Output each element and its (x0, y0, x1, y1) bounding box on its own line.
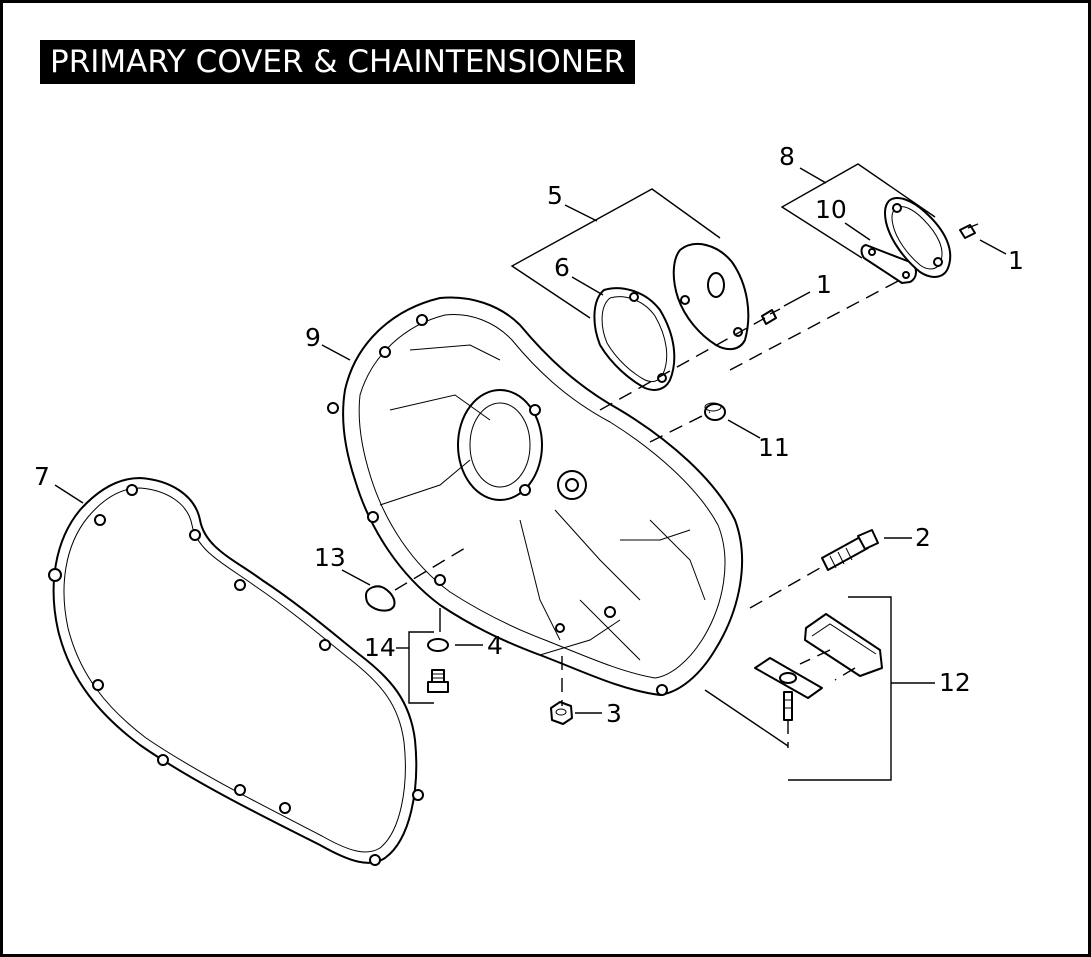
part-drain-plug (427, 669, 449, 693)
diagram-title: PRIMARY COVER & CHAINTENSIONER (40, 40, 636, 84)
part-derby-cover (672, 243, 750, 351)
callout-3: 3 (606, 699, 622, 728)
callout-10: 10 (815, 195, 847, 224)
callout-14: 14 (364, 633, 396, 662)
part-plug-large (365, 585, 396, 612)
callout-labels: 5 6 1 8 10 1 9 7 11 2 13 4 14 3 12 (34, 142, 1024, 728)
part-chain-tensioner (754, 613, 883, 721)
part-o-ring (427, 638, 449, 652)
callout-5: 5 (547, 181, 563, 210)
callout-12: 12 (939, 668, 971, 697)
callout-8: 8 (779, 142, 795, 171)
callout-7: 7 (34, 462, 50, 491)
callout-1-inspection: 1 (1008, 246, 1024, 275)
callout-2: 2 (915, 523, 931, 552)
leader-lines (54, 163, 1007, 781)
part-plug (704, 402, 726, 421)
part-nut (550, 701, 573, 725)
part-primary-cover (327, 296, 744, 696)
callout-11: 11 (758, 433, 790, 462)
callout-6: 6 (554, 253, 570, 282)
callout-9: 9 (305, 323, 321, 352)
callout-13: 13 (314, 543, 346, 572)
assembly-lines (394, 279, 901, 748)
part-inspection-cover (884, 197, 952, 278)
part-screw-derby (761, 308, 781, 325)
part-gasket (48, 477, 424, 866)
part-screw-inspection (959, 223, 979, 239)
callout-4: 4 (487, 631, 503, 660)
part-bolt (821, 529, 879, 571)
callout-1-derby: 1 (816, 270, 832, 299)
